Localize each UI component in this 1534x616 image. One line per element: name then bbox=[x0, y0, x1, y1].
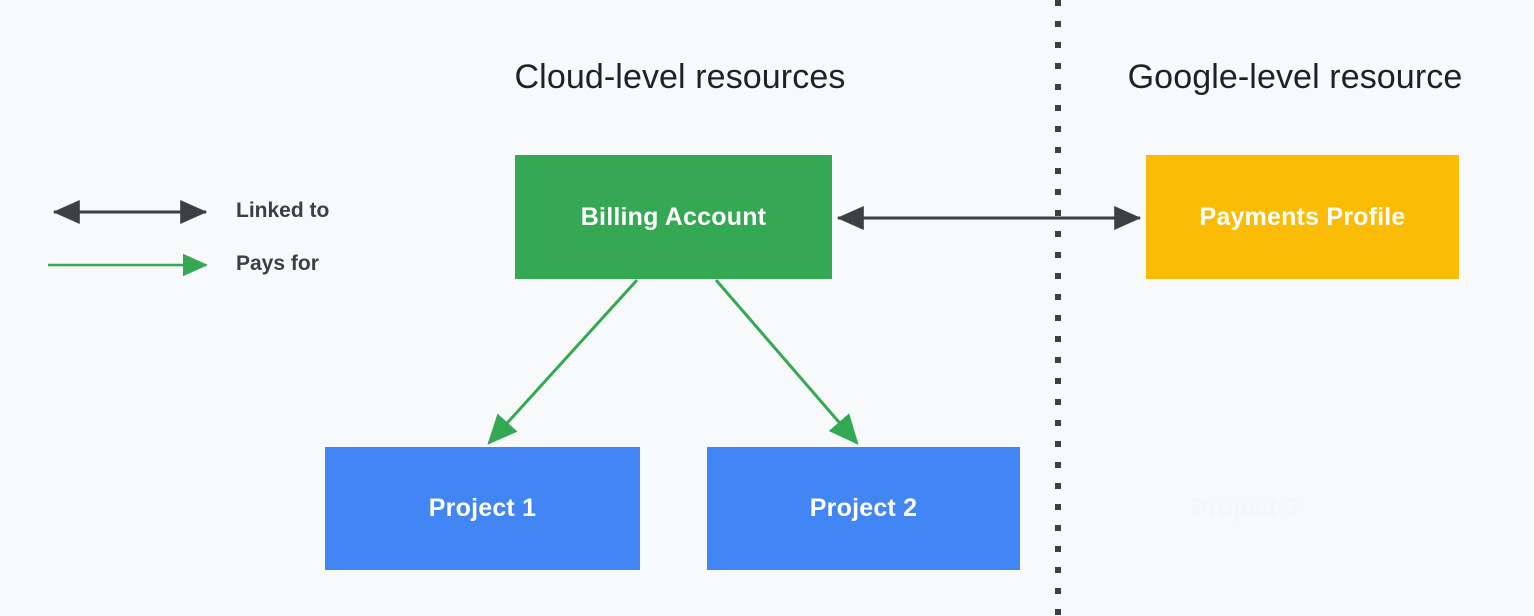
node-payments-profile[interactable]: Payments Profile bbox=[1146, 155, 1459, 279]
node-project-3: Project 3 bbox=[1115, 447, 1375, 570]
node-project-2-label: Project 2 bbox=[809, 494, 918, 522]
legend-label-pays-for: Pays for bbox=[236, 252, 319, 275]
connector-billing-account-to-project-1 bbox=[487, 278, 639, 445]
heading-google-level-resource: Google-level resource bbox=[1127, 58, 1463, 96]
node-billing-account-label: Billing Account bbox=[580, 202, 767, 231]
node-project-3-label: Project 3 bbox=[1191, 494, 1299, 522]
node-project-2[interactable]: Project 2 bbox=[707, 447, 1020, 570]
node-payments-profile-label: Payments Profile bbox=[1199, 202, 1406, 231]
heading-cloud-level-resources: Cloud-level resources bbox=[514, 58, 846, 96]
connector-billing-account-to-project-2 bbox=[714, 279, 859, 445]
node-project-1[interactable]: Project 1 bbox=[325, 447, 640, 570]
legend-label-linked-to: Linked to bbox=[236, 199, 330, 222]
node-project-1-label: Project 1 bbox=[428, 494, 537, 522]
node-billing-account[interactable]: Billing Account bbox=[515, 155, 832, 279]
